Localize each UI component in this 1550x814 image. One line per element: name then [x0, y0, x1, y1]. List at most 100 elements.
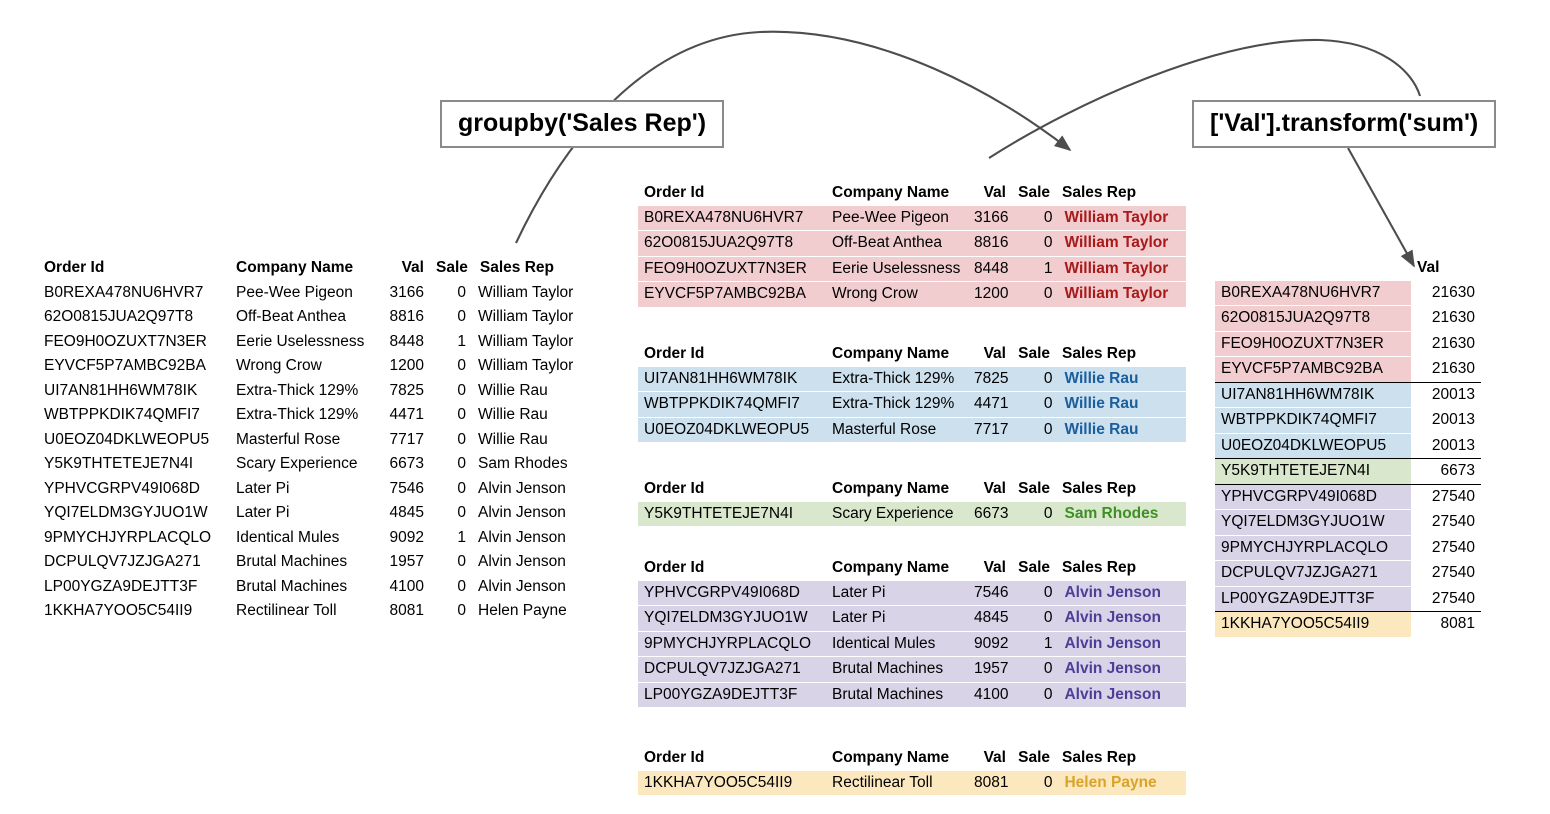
- col-sale: Sale: [1018, 345, 1050, 362]
- col-sales-rep: Sales Rep: [1062, 480, 1137, 497]
- cell-sale: 0: [1014, 605, 1059, 631]
- cell-val: 4471: [380, 403, 430, 428]
- callout-groupby[interactable]: groupby('Sales Rep'): [440, 100, 725, 149]
- cell-order-id: U0EOZ04DKLWEOPU5: [638, 416, 826, 442]
- cell-sales-rep: Alvin Jenson: [472, 476, 584, 501]
- cell-val: 7546: [380, 476, 430, 501]
- cell-val: 1957: [380, 550, 430, 575]
- cell-sales-rep: Helen Payne: [1058, 770, 1187, 795]
- cell-sales-rep: Sam Rhodes: [1058, 501, 1187, 526]
- cell-val: 4100: [968, 681, 1015, 707]
- cell-sale: 0: [1014, 281, 1059, 307]
- cell-sales-rep: William Taylor: [472, 280, 584, 305]
- cell-val: 3166: [968, 205, 1015, 231]
- result-table-header: Val: [1215, 258, 1481, 281]
- cell-company-name: Brutal Machines: [826, 681, 968, 707]
- cell-val: 4471: [968, 391, 1015, 417]
- cell-val: 8816: [968, 230, 1015, 256]
- col-sale: Sale: [1018, 749, 1050, 766]
- cell-sale: 0: [430, 280, 472, 305]
- cell-order-id: YQI7ELDM3GYJUO1W: [38, 501, 230, 526]
- cell-order-id: EYVCF5P7AMBC92BA: [638, 281, 826, 307]
- col-val: Val: [983, 749, 1006, 766]
- cell-val: 4845: [968, 605, 1015, 631]
- cell-sale: 0: [1014, 366, 1059, 392]
- cell-order-id: EYVCF5P7AMBC92BA: [1215, 356, 1411, 383]
- cell-sales-rep: Sam Rhodes: [472, 452, 584, 477]
- cell-sales-rep: Willie Rau: [1058, 416, 1187, 442]
- cell-order-id: 9PMYCHJYRPLACQLO: [1215, 535, 1411, 561]
- cell-val: 27540: [1411, 560, 1481, 587]
- col-val: Val: [983, 184, 1006, 201]
- cell-sale: 0: [430, 476, 472, 501]
- cell-sale: 0: [1014, 416, 1059, 442]
- cell-order-id: FEO9H0OZUXT7N3ER: [1215, 331, 1411, 357]
- cell-val: 4100: [380, 574, 430, 599]
- cell-sale: 0: [1014, 656, 1059, 682]
- cell-sale: 0: [430, 378, 472, 403]
- cell-val: 27540: [1411, 535, 1481, 561]
- cell-order-id: 62O0815JUA2Q97T8: [638, 230, 826, 256]
- table-header-row: Order Id Company Name Val Sale Sales Rep: [38, 258, 586, 281]
- cell-sales-rep: Alvin Jenson: [1058, 656, 1187, 682]
- cell-company-name: Extra-Thick 129%: [230, 378, 380, 403]
- cell-sale: 0: [430, 599, 472, 624]
- cell-sale: 0: [430, 501, 472, 526]
- cell-val: 27540: [1411, 586, 1481, 612]
- cell-sales-rep: Alvin Jenson: [1058, 681, 1187, 707]
- cell-company-name: Pee-Wee Pigeon: [826, 205, 968, 231]
- cell-company-name: Brutal Machines: [230, 574, 380, 599]
- cell-sales-rep: Willie Rau: [1058, 366, 1187, 392]
- col-sale: Sale: [1018, 480, 1050, 497]
- cell-sales-rep: Alvin Jenson: [472, 550, 584, 575]
- callout-transform[interactable]: ['Val'].transform('sum'): [1192, 100, 1497, 149]
- cell-order-id: 9PMYCHJYRPLACQLO: [638, 630, 826, 657]
- col-order-id: Order Id: [644, 480, 705, 497]
- cell-company-name: Extra-Thick 129%: [826, 366, 968, 392]
- cell-sale: 0: [1014, 770, 1059, 795]
- cell-order-id: UI7AN81HH6WM78IK: [1215, 382, 1411, 408]
- cell-val: 21630: [1411, 280, 1481, 306]
- cell-company-name: Masterful Rose: [826, 416, 968, 442]
- col-val: Val: [983, 559, 1006, 576]
- cell-sales-rep: Helen Payne: [472, 599, 584, 624]
- cell-company-name: Extra-Thick 129%: [826, 391, 968, 417]
- cell-val: 7717: [968, 416, 1015, 442]
- cell-company-name: Wrong Crow: [230, 354, 380, 379]
- cell-sale: 0: [430, 305, 472, 330]
- cell-sales-rep: William Taylor: [472, 329, 584, 354]
- cell-sales-rep: William Taylor: [1058, 205, 1187, 231]
- col-company-name: Company Name: [832, 559, 950, 576]
- cell-val: 4845: [380, 501, 430, 526]
- cell-company-name: Pee-Wee Pigeon: [230, 280, 380, 305]
- cell-order-id: B0REXA478NU6HVR7: [638, 205, 826, 231]
- cell-val: 3166: [380, 280, 430, 305]
- cell-order-id: LP00YGZA9DEJTT3F: [638, 681, 826, 707]
- col-blank: [1215, 258, 1411, 281]
- cell-company-name: Eerie Uselessness: [826, 255, 968, 282]
- cell-sales-rep: Alvin Jenson: [1058, 630, 1187, 657]
- cell-order-id: WBTPPKDIK74QMFI7: [1215, 407, 1411, 434]
- cell-order-id: DCPULQV7JZJGA271: [38, 550, 230, 575]
- cell-sale: 0: [430, 452, 472, 477]
